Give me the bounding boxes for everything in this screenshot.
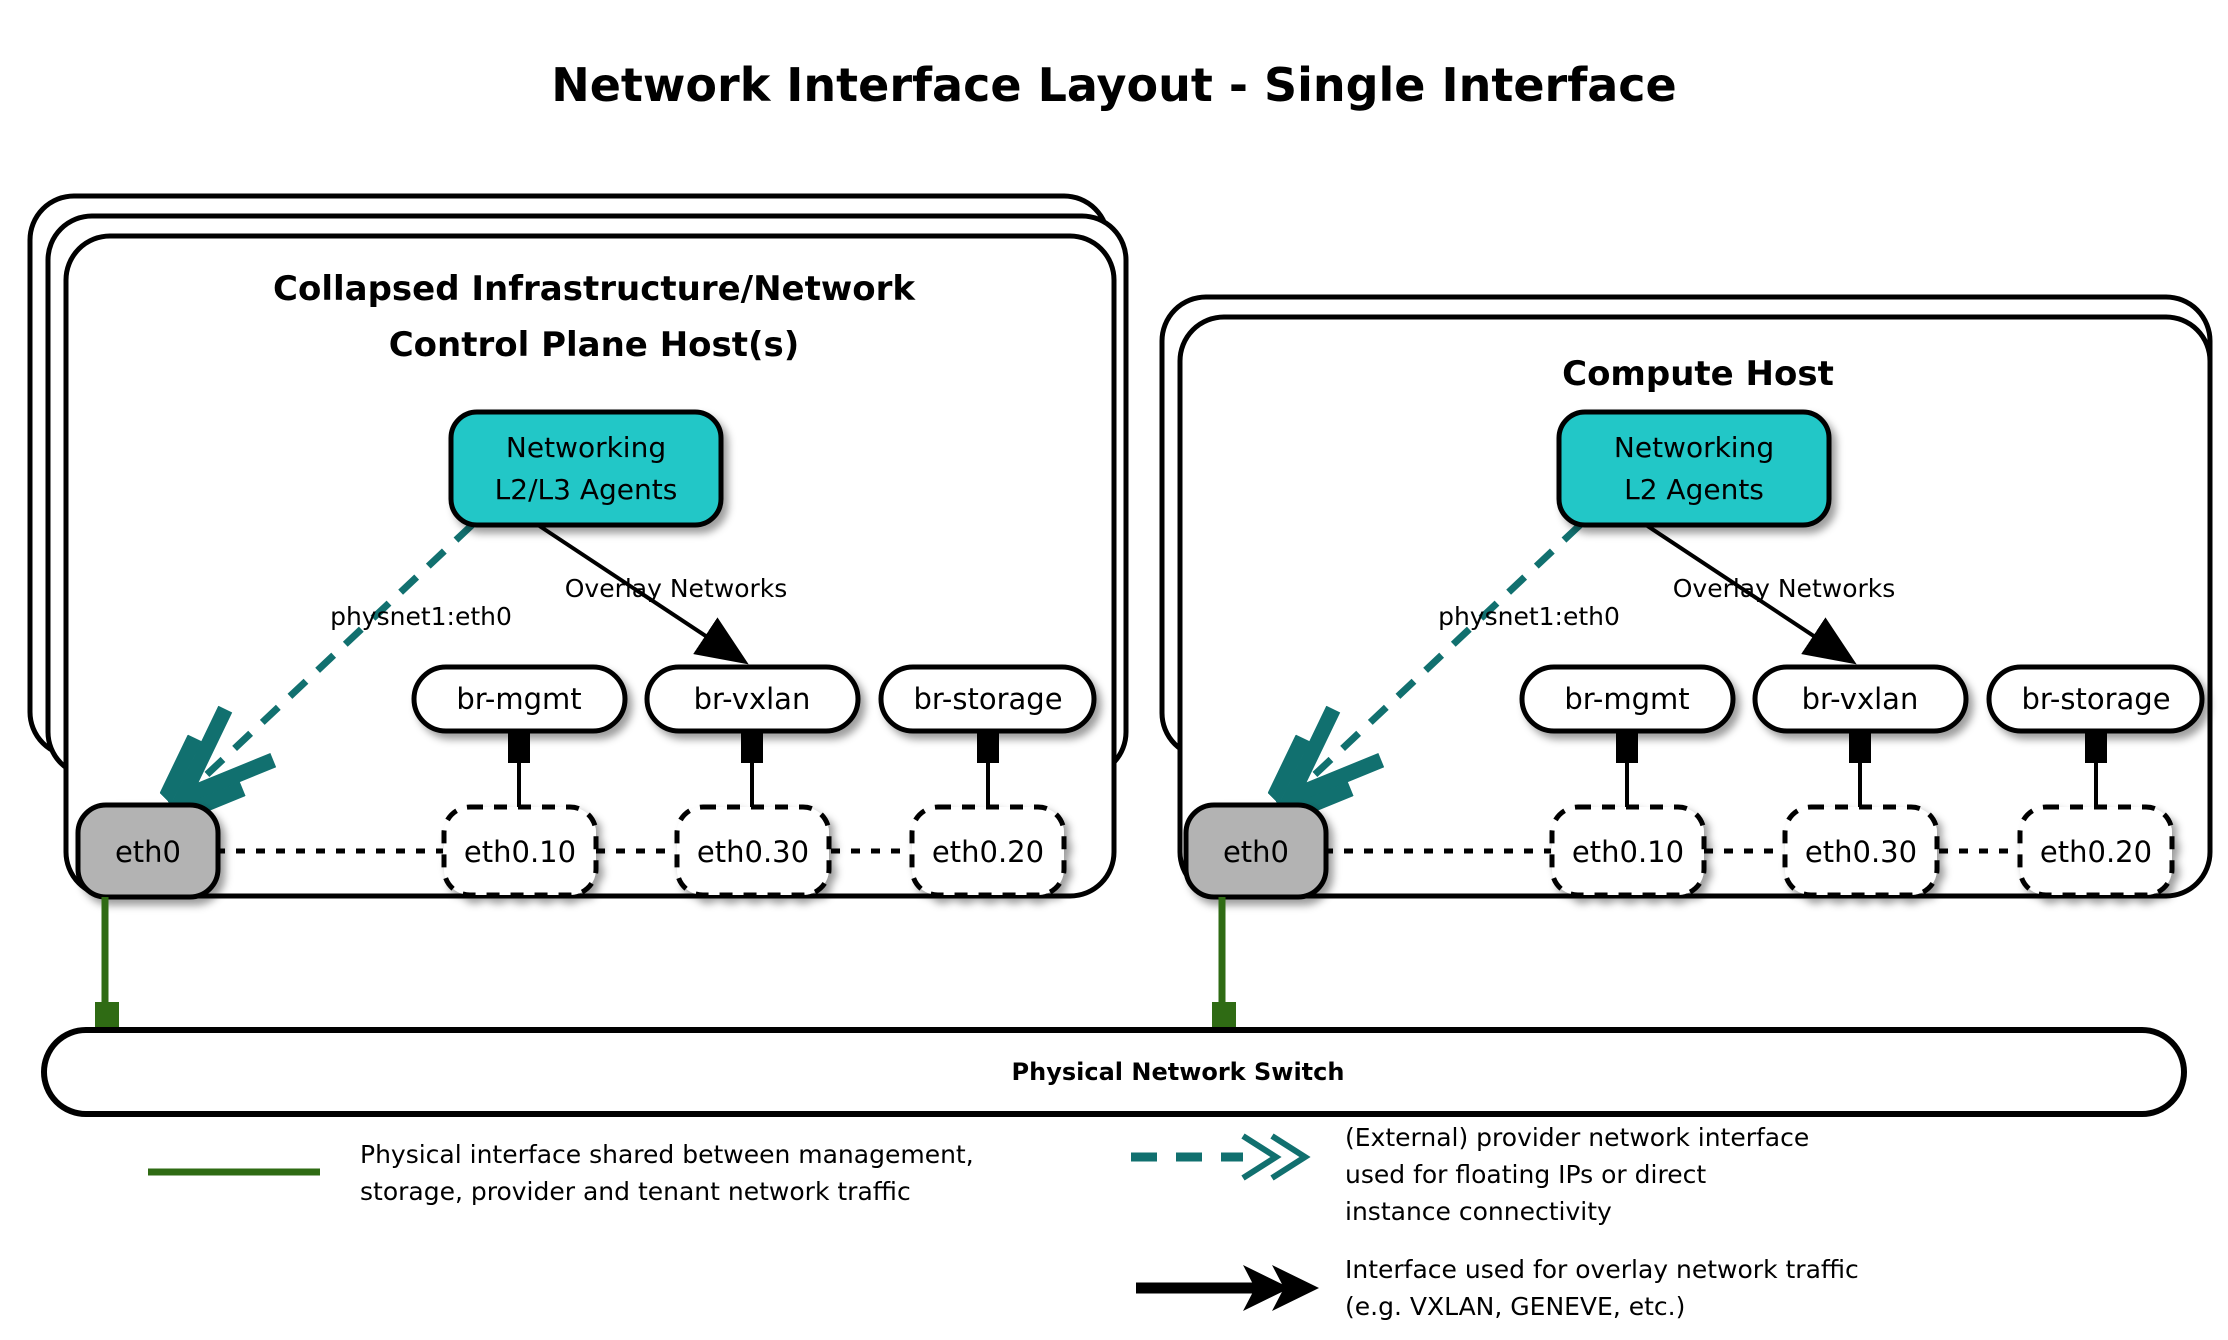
bridge-label-mgmt: br-mgmt bbox=[456, 682, 581, 716]
vlan-label-eth0-30: eth0.30 bbox=[697, 835, 809, 869]
legend-text-line-2: storage, provider and tenant network tra… bbox=[360, 1177, 911, 1206]
physical-interface-label-eth0: eth0 bbox=[115, 835, 181, 869]
vlan-box-eth0-30[interactable] bbox=[1782, 804, 1940, 898]
provider-link-label: physnet1:eth0 bbox=[330, 602, 512, 631]
legend-item-provider-network: (External) provider network interface us… bbox=[1131, 1123, 1809, 1226]
bridge-port-storage bbox=[2085, 727, 2107, 763]
legend-black-arrow-head-icon bbox=[1243, 1265, 1290, 1311]
bridge-box-mgmt[interactable] bbox=[411, 664, 628, 734]
legend-double-chevron-icon bbox=[1241, 1133, 1311, 1181]
bridge-label-vxlan: br-vxlan bbox=[694, 682, 811, 716]
physical-network-switch[interactable]: Physical Network Switch bbox=[41, 1027, 2187, 1117]
vlan-box-eth0-30[interactable] bbox=[674, 804, 832, 898]
legend: Physical interface shared between manage… bbox=[148, 1123, 1859, 1321]
vlan-box-eth0-20[interactable] bbox=[909, 804, 1067, 898]
legend-black-arrow-head2-icon bbox=[1272, 1265, 1319, 1311]
physical-interface-box-eth0[interactable] bbox=[1183, 802, 1329, 900]
networking-agents-label-line1: Networking bbox=[1614, 431, 1774, 464]
legend-text-line-2: used for floating IPs or direct bbox=[1345, 1160, 1706, 1189]
provider-network-link bbox=[1291, 522, 1583, 797]
legend-text-line-1: Interface used for overlay network traff… bbox=[1345, 1255, 1859, 1284]
bridge-port-vxlan bbox=[741, 727, 763, 763]
bridge-label-vxlan: br-vxlan bbox=[1802, 682, 1919, 716]
host-title-line1: Collapsed Infrastructure/Network bbox=[273, 269, 916, 309]
page-title: Network Interface Layout - Single Interf… bbox=[551, 58, 1677, 112]
vlan-label-eth0-10: eth0.10 bbox=[464, 835, 576, 869]
host-title-line2: Control Plane Host(s) bbox=[389, 325, 800, 365]
bridge-box-storage[interactable] bbox=[1986, 664, 2205, 734]
switch-bar[interactable] bbox=[41, 1027, 2187, 1117]
bridge-label-mgmt: br-mgmt bbox=[1564, 682, 1689, 716]
host-stack-layer-1 bbox=[63, 233, 1117, 899]
bridge-port-storage bbox=[977, 727, 999, 763]
provider-network-link bbox=[183, 522, 475, 797]
overlay-link-label: Overlay Networks bbox=[1673, 574, 1896, 603]
vlan-box-eth0-10[interactable] bbox=[1549, 804, 1707, 898]
vlan-box-eth0-20[interactable] bbox=[2017, 804, 2175, 898]
overlay-network-link bbox=[536, 523, 749, 665]
bridge-box-vxlan[interactable] bbox=[644, 664, 861, 734]
networking-agents-label-line1: Networking bbox=[506, 431, 666, 464]
bridge-box-storage[interactable] bbox=[878, 664, 1097, 734]
bridge-box-vxlan[interactable] bbox=[1752, 664, 1969, 734]
overlay-link-label: Overlay Networks bbox=[565, 574, 788, 603]
vlan-label-eth0-20: eth0.20 bbox=[932, 835, 1044, 869]
host-stack-layer-1 bbox=[1177, 314, 2213, 899]
vlan-label-eth0-20: eth0.20 bbox=[2040, 835, 2152, 869]
bridge-port-mgmt bbox=[508, 727, 530, 763]
bridge-port-mgmt bbox=[1616, 727, 1638, 763]
physical-interface-box-eth0[interactable] bbox=[75, 802, 221, 900]
bridge-box-mgmt[interactable] bbox=[1519, 664, 1736, 734]
networking-agents-label-line2: L2/L3 Agents bbox=[495, 473, 678, 506]
switch-label: Physical Network Switch bbox=[1012, 1058, 1345, 1086]
networking-agents-box[interactable] bbox=[448, 409, 724, 528]
physical-interface-label-eth0: eth0 bbox=[1223, 835, 1289, 869]
legend-item-overlay-network: Interface used for overlay network traff… bbox=[1136, 1255, 1859, 1321]
vlan-box-eth0-10[interactable] bbox=[441, 804, 599, 898]
bridge-label-storage: br-storage bbox=[2021, 682, 2170, 716]
legend-text-line-2: (e.g. VXLAN, GENEVE, etc.) bbox=[1345, 1292, 1685, 1321]
host-title-line1: Compute Host bbox=[1562, 354, 1834, 394]
provider-link-label: physnet1:eth0 bbox=[1438, 602, 1620, 631]
legend-text-line-1: (External) provider network interface bbox=[1345, 1123, 1809, 1152]
legend-item-physical-interface: Physical interface shared between manage… bbox=[148, 1140, 974, 1206]
bridge-label-storage: br-storage bbox=[913, 682, 1062, 716]
host-control-plane: Collapsed Infrastructure/Network Control… bbox=[27, 193, 1129, 1044]
vlan-label-eth0-10: eth0.10 bbox=[1572, 835, 1684, 869]
host-compute: Compute Host physnet1:eth0 Overlay Netwo… bbox=[1159, 294, 2213, 1044]
networking-agents-box[interactable] bbox=[1556, 409, 1832, 528]
bridge-port-vxlan bbox=[1849, 727, 1871, 763]
vlan-label-eth0-30: eth0.30 bbox=[1805, 835, 1917, 869]
legend-text-line-1: Physical interface shared between manage… bbox=[360, 1140, 974, 1169]
overlay-network-link bbox=[1644, 523, 1857, 665]
legend-text-line-3: instance connectivity bbox=[1345, 1197, 1612, 1226]
networking-agents-label-line2: L2 Agents bbox=[1624, 473, 1764, 506]
